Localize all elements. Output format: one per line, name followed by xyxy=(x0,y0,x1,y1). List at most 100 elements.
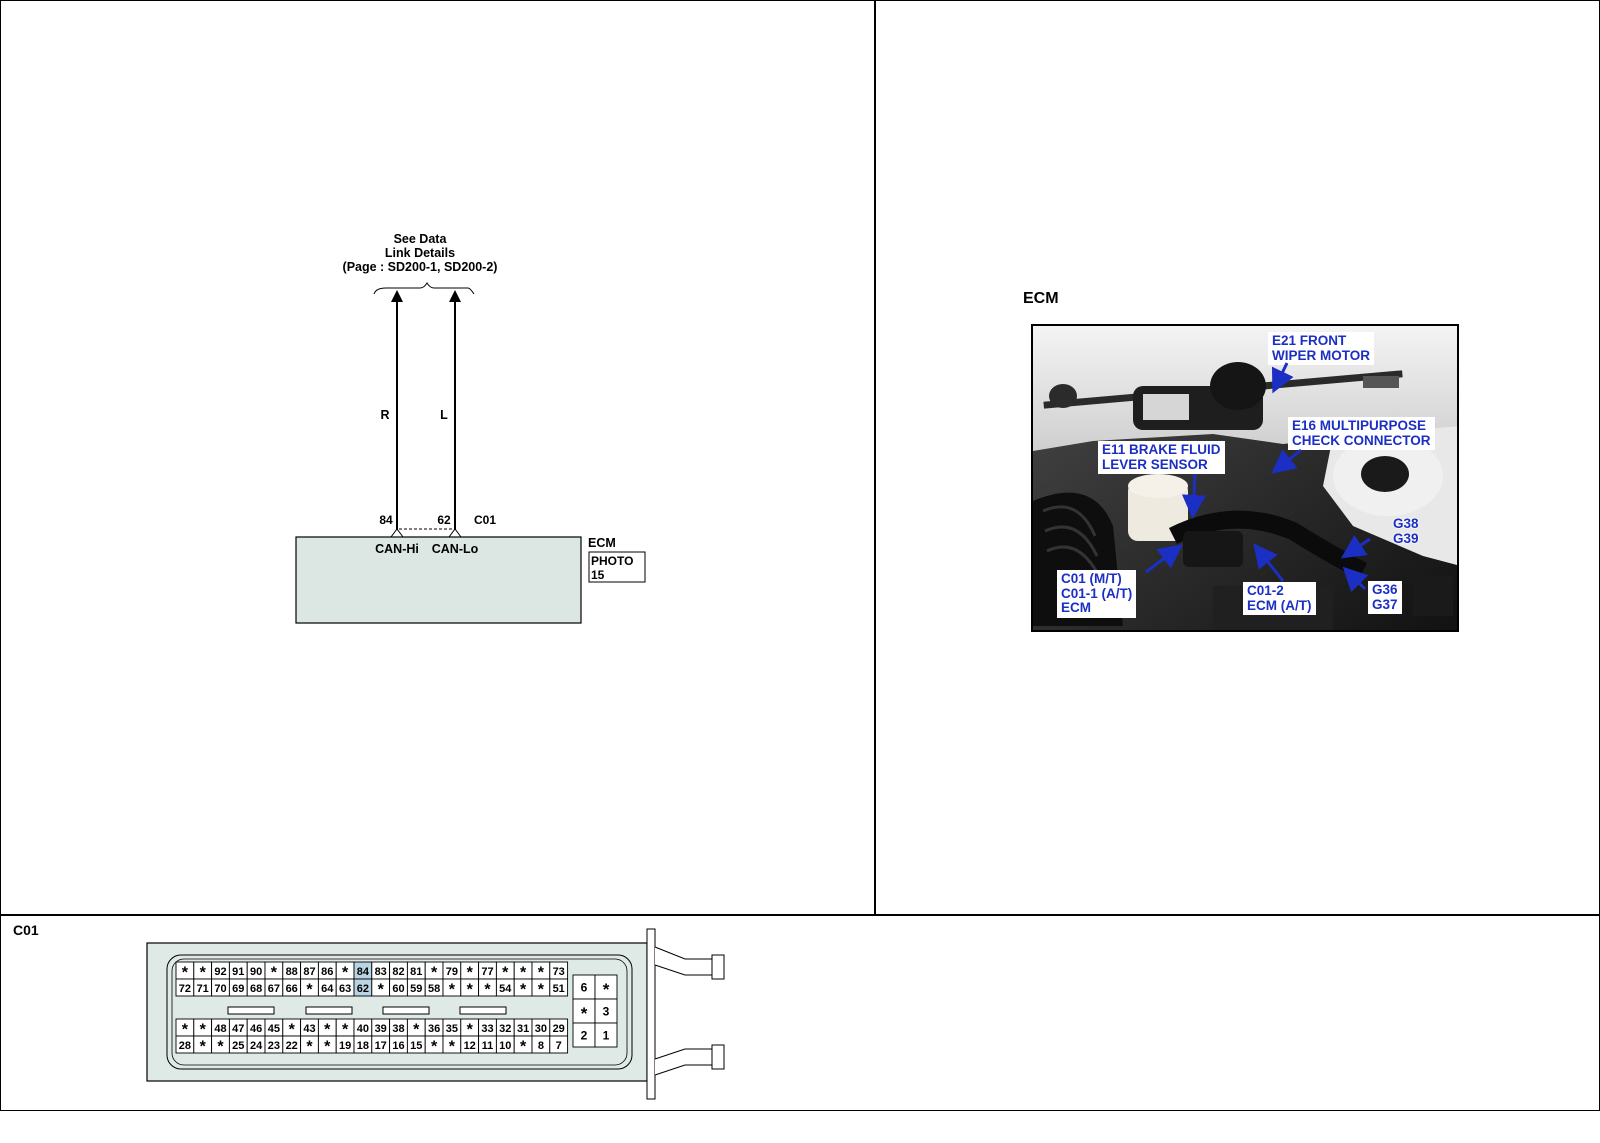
unused-pin-marker: * xyxy=(431,965,438,982)
pin-number: 30 xyxy=(535,1023,547,1035)
unused-pin-marker: * xyxy=(200,1039,207,1056)
pin-cell xyxy=(549,1035,569,1054)
unused-pin-marker: * xyxy=(581,1004,588,1023)
pin-cell xyxy=(594,1022,618,1048)
unused-pin-marker: * xyxy=(449,982,456,999)
photo-reference-line2: 15 xyxy=(591,568,605,582)
connector-title: C01 xyxy=(13,922,39,938)
pin-number: 1 xyxy=(603,1029,610,1043)
ecm-box xyxy=(295,536,582,624)
connector-housing-inner xyxy=(166,954,633,1070)
pin-number: 73 xyxy=(553,966,565,978)
pin-number: 31 xyxy=(517,1023,529,1035)
reference-text-line3: (Page : SD200-1, SD200-2) xyxy=(343,260,498,274)
pin-number: 25 xyxy=(232,1040,244,1052)
terminal-mark xyxy=(448,528,462,538)
unused-pin-marker: * xyxy=(467,965,474,982)
callout-g38-g39: G38 G39 xyxy=(1393,516,1419,546)
pin-number: 79 xyxy=(446,966,458,978)
wiring-schematic: See Data Link Details (Page : SD200-1, S… xyxy=(295,232,646,624)
pin-number-62: 62 xyxy=(437,513,451,527)
callout-c01-2-ecm-at: C01-2 ECM (A/T) xyxy=(1243,582,1316,615)
unused-pin-marker: * xyxy=(324,1022,331,1039)
pin-number: 82 xyxy=(392,966,404,978)
pin-number: 35 xyxy=(446,1023,458,1035)
unused-pin-marker: * xyxy=(502,965,509,982)
pin-number: 8 xyxy=(538,1040,544,1052)
key-tab xyxy=(305,1006,353,1015)
key-tab xyxy=(382,1006,430,1015)
connector-latch xyxy=(646,928,656,1100)
unused-pin-marker: * xyxy=(449,1039,456,1056)
callout-e21-front-wiper-motor: E21 FRONT WIPER MOTOR xyxy=(1268,332,1375,365)
pin-number: 29 xyxy=(553,1023,565,1035)
pin-number: 32 xyxy=(499,1023,511,1035)
unused-pin-marker: * xyxy=(306,1039,313,1056)
unused-pin-marker: * xyxy=(538,965,545,982)
pin-number: 90 xyxy=(250,966,262,978)
pin-number: 59 xyxy=(410,983,422,995)
pin-number: 15 xyxy=(410,1040,422,1052)
pin-number: 24 xyxy=(250,1040,263,1052)
photo-title: ECM xyxy=(1023,290,1059,307)
pin-number: 18 xyxy=(357,1040,369,1052)
pin-number: 2 xyxy=(581,1029,588,1043)
unused-pin-marker: * xyxy=(520,982,527,999)
pin-number: 68 xyxy=(250,983,262,995)
engine-bay-photo: E21 FRONT WIPER MOTOR E16 MULTIPURPOSE C… xyxy=(1031,324,1459,632)
reference-text-line1: See Data xyxy=(394,232,448,246)
unused-pin-marker: * xyxy=(378,982,385,999)
pin-number: 66 xyxy=(286,983,298,995)
pin-number: 17 xyxy=(375,1040,387,1052)
pin-number: 47 xyxy=(232,1023,244,1035)
pin-number: 33 xyxy=(481,1023,493,1035)
wire-color-r: R xyxy=(380,408,389,422)
key-tab xyxy=(227,1006,275,1015)
pin-cell xyxy=(549,978,569,997)
pin-number: 62 xyxy=(357,983,369,995)
pin-number: 77 xyxy=(481,966,493,978)
unused-pin-marker: * xyxy=(520,1039,527,1056)
unused-pin-marker: * xyxy=(271,965,278,982)
unused-pin-marker: * xyxy=(200,965,207,982)
signal-can-lo: CAN-Lo xyxy=(432,542,479,556)
reference-text-line2: Link Details xyxy=(385,246,455,260)
pin-number: 6 xyxy=(581,981,588,995)
unused-pin-marker: * xyxy=(520,965,527,982)
pin-number: 60 xyxy=(392,983,404,995)
unused-pin-marker: * xyxy=(182,1022,189,1039)
pin-number: 91 xyxy=(232,966,244,978)
callout-g36-g37: G36 G37 xyxy=(1368,581,1402,614)
pin-number: 51 xyxy=(553,983,565,995)
pin-number: 86 xyxy=(321,966,333,978)
pin-number: 72 xyxy=(179,983,191,995)
pin-number: 63 xyxy=(339,983,351,995)
photo-reference-box[interactable] xyxy=(588,551,646,583)
pin-number: 88 xyxy=(286,966,298,978)
pin-number: 10 xyxy=(499,1040,511,1052)
schematic-panel xyxy=(0,0,876,916)
pin-number: 83 xyxy=(375,966,387,978)
unused-pin-marker: * xyxy=(467,1022,474,1039)
unused-pin-marker: * xyxy=(306,982,313,999)
unused-pin-marker: * xyxy=(413,1022,420,1039)
pin-number: 19 xyxy=(339,1040,351,1052)
unused-pin-marker: * xyxy=(603,980,610,999)
unused-pin-marker: * xyxy=(200,1022,207,1039)
pin-number: 70 xyxy=(214,983,226,995)
pin-number: 69 xyxy=(232,983,244,995)
pin-number: 11 xyxy=(482,1040,494,1052)
pin-number: 87 xyxy=(303,966,315,978)
pin-number: 58 xyxy=(428,983,440,995)
arrow-up-icon xyxy=(449,290,461,302)
pin-number: 23 xyxy=(268,1040,280,1052)
pin-number: 16 xyxy=(392,1040,404,1052)
wire-color-l: L xyxy=(440,408,448,422)
connector-label: C01 xyxy=(474,513,496,527)
pin-number: 12 xyxy=(464,1040,476,1052)
pin-number: 36 xyxy=(428,1023,440,1035)
callout-e11-brake-fluid-lever-sensor: E11 BRAKE FLUID LEVER SENSOR xyxy=(1098,441,1225,474)
unused-pin-marker: * xyxy=(484,982,491,999)
